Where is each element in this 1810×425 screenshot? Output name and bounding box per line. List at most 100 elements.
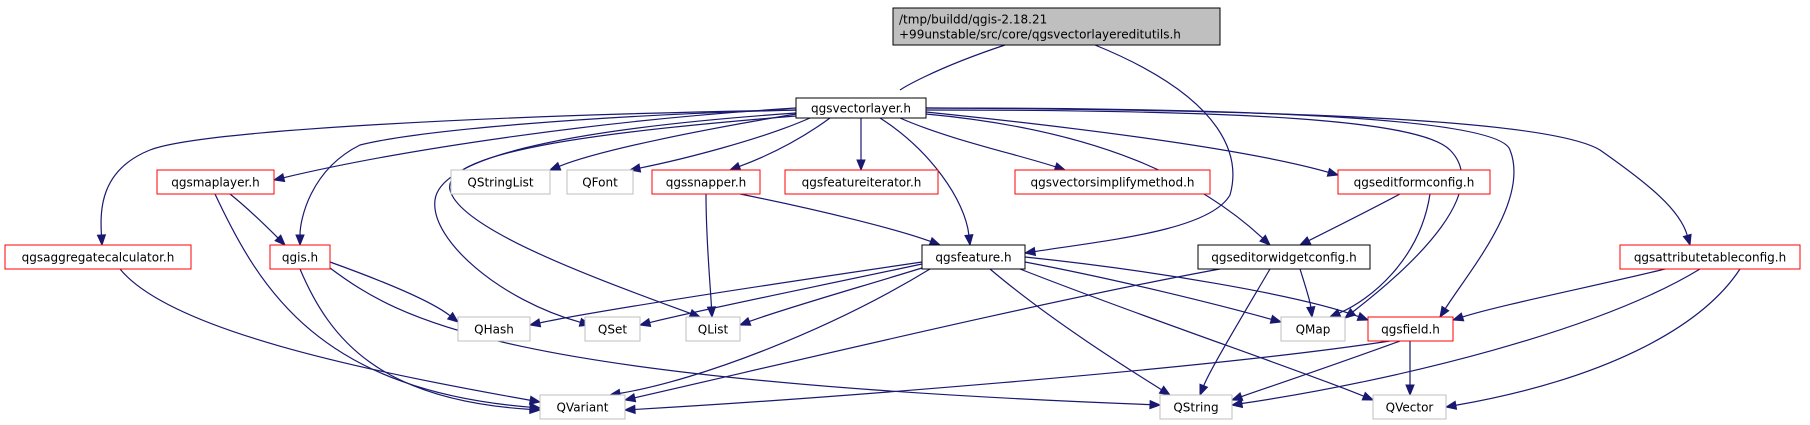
node-qgsvectorlayer[interactable]: qgsvectorlayer.h: [795, 97, 927, 119]
edge-line: [634, 340, 1391, 411]
node-box: [539, 394, 626, 420]
node-label: QStringList: [467, 176, 534, 190]
edge-line: [925, 113, 1264, 239]
edge-line: [449, 115, 797, 315]
node-qgseditformconfig[interactable]: qgseditformconfig.h: [1337, 169, 1491, 195]
edge-line: [283, 107, 797, 179]
edge-arrowhead: [728, 161, 742, 171]
node-qgsfield[interactable]: qgsfield.h: [1367, 316, 1454, 342]
edge-qgssnapper-to-QList: [705, 193, 717, 319]
node-box: [156, 169, 275, 195]
edge-line: [1034, 44, 1234, 253]
edge-line: [1241, 268, 1701, 405]
edge-line: [639, 117, 811, 169]
node-box: [784, 169, 939, 195]
node-label: QFont: [582, 176, 618, 190]
edge-arrowhead: [1326, 167, 1340, 177]
node-qgis[interactable]: qgis.h: [269, 244, 331, 270]
node-qgssnapper[interactable]: qgssnapper.h: [651, 169, 761, 195]
edge-qgsvectorlayer-to-qgseditorwidgetconfig: [925, 113, 1271, 246]
edge-arrowhead: [1230, 392, 1244, 401]
edge-arrowhead: [1149, 399, 1162, 410]
edge-arrowhead: [928, 236, 942, 246]
node-qgsattributetableconfig[interactable]: qgsattributetableconfig.h: [1619, 244, 1801, 270]
edge-layer: [96, 44, 1741, 415]
node-box: [269, 244, 331, 270]
edge-line: [634, 268, 1221, 399]
node-qgsvectorsimplifymethod[interactable]: qgsvectorsimplifymethod.h: [1014, 169, 1211, 195]
edge-qgsfield-to-QString: [1230, 340, 1401, 401]
edge-line: [619, 268, 931, 394]
edge-qgsfield-to-QVector: [1405, 341, 1415, 397]
edge-arrowhead: [738, 316, 752, 326]
node-box: [4, 244, 192, 270]
node-box: [1372, 394, 1447, 420]
edge-arrowhead: [1158, 385, 1172, 396]
node-layer: /tmp/buildd/qgis-2.18.21+99unstable/src/…: [4, 7, 1801, 420]
node-qgseditorwidgetconfig[interactable]: qgseditorwidgetconfig.h: [1197, 244, 1371, 270]
edge-root-to-qgsfeature: [1023, 44, 1234, 257]
edge-arrowhead: [1259, 234, 1271, 246]
node-label: qgsfeatureiterator.h: [802, 176, 922, 190]
edge-arrowhead: [272, 172, 286, 183]
edge-qgis-to-QHash: [329, 261, 460, 323]
edge-line: [559, 113, 797, 167]
edge-qgsfeature-to-QString: [989, 268, 1172, 396]
edge-qgsvectorlayer-to-qgsmaplayer: [272, 107, 797, 183]
edge-line: [925, 107, 1515, 309]
edge-arrowhead: [1023, 246, 1037, 257]
edge-line: [539, 261, 923, 324]
edge-line: [299, 109, 797, 236]
node-qstring: QString: [1159, 394, 1233, 420]
node-label: qgsvectorlayer.h: [811, 102, 911, 116]
edge-arrowhead: [1269, 314, 1283, 324]
edge-arrowhead: [964, 234, 974, 247]
node-box: [1197, 244, 1371, 270]
edge-line: [899, 117, 1056, 168]
edge-qgseditformconfig-to-qgseditorwidgetconfig: [1298, 193, 1401, 246]
edge-qgseditorwidgetconfig-to-QMap: [1299, 268, 1316, 319]
node-root[interactable]: /tmp/buildd/qgis-2.18.21+99unstable/src/…: [892, 7, 1221, 46]
edge-qgsfeature-to-QVariant: [608, 268, 931, 398]
node-box: [1280, 316, 1346, 342]
edge-line: [329, 267, 1151, 406]
edge-line: [1299, 268, 1312, 308]
edge-line: [1024, 261, 1272, 320]
edge-qgsattributetableconfig-to-qgsfield: [1451, 268, 1666, 322]
node-label: qgsmaplayer.h: [171, 176, 260, 190]
edge-qgsfeature-to-QSet: [638, 263, 923, 328]
edge-line: [899, 44, 1006, 91]
edge-qgsvectorlayer-to-qgsfield: [925, 107, 1515, 319]
node-label: /tmp/buildd/qgis-2.18.21: [899, 13, 1047, 27]
edge-line: [649, 263, 923, 324]
edge-line: [1455, 268, 1741, 406]
edge-root-to-qgsvectorlayer: [899, 44, 1006, 91]
node-label: QVector: [1386, 401, 1434, 415]
node-qgsaggregatecalculator[interactable]: qgsaggregatecalculator.h: [4, 244, 192, 270]
node-box: [892, 7, 1221, 46]
edge-arrowhead: [1405, 384, 1415, 397]
edge-qgsattributetableconfig-to-QString: [1230, 268, 1701, 409]
node-qgsfeatureiterator[interactable]: qgsfeatureiterator.h: [784, 169, 939, 195]
edge-line: [214, 193, 531, 408]
edge-qgis-to-QString: [329, 267, 1162, 410]
node-box: [1367, 316, 1454, 342]
edge-arrowhead: [528, 395, 542, 405]
edge-qgsvectorlayer-to-qgssnapper: [728, 117, 831, 171]
node-qvector: QVector: [1372, 394, 1447, 420]
edge-arrowhead: [623, 404, 636, 415]
edge-arrowhead: [638, 317, 652, 328]
edge-line: [119, 268, 531, 401]
edge-qgsvectorlayer-to-qgsfeatureiterator: [856, 118, 866, 172]
edge-arrowhead: [1306, 306, 1316, 319]
node-label: QHash: [474, 323, 514, 337]
node-label: qgis.h: [282, 251, 318, 265]
node-label: QMap: [1296, 323, 1331, 337]
edge-line: [229, 193, 279, 239]
edge-qgseditorwidgetconfig-to-QVariant: [623, 268, 1221, 403]
node-qgsmaplayer[interactable]: qgsmaplayer.h: [156, 169, 275, 195]
edge-qgsvectorlayer-to-qgseditformconfig: [925, 111, 1340, 177]
node-qgsfeature[interactable]: qgsfeature.h: [921, 244, 1026, 270]
edge-qgsfeature-to-QVector: [1019, 268, 1375, 401]
